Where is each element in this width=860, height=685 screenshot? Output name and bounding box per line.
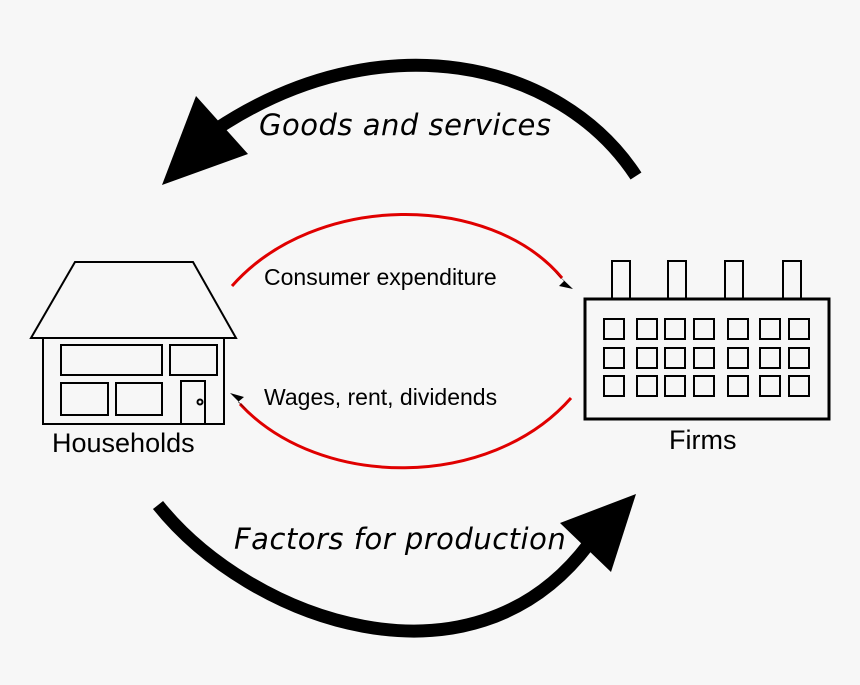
factors-for-production-label: Factors for production [234, 522, 567, 556]
factory-windows [603, 318, 810, 397]
goods-flow-arrow [162, 58, 642, 185]
households-label: Households [52, 428, 195, 458]
firms-label: Firms [669, 425, 737, 455]
wages-rent-dividends-label: Wages, rent, dividends [264, 384, 498, 410]
income-flow-arrow [230, 393, 573, 470]
goods-and-services-label: Goods and services [259, 108, 552, 142]
house-icon [29, 261, 238, 425]
factors-flow-arrow [152, 494, 636, 638]
factory-icon [583, 260, 831, 421]
expenditure-flow-arrow [230, 213, 573, 289]
consumer-expenditure-label: Consumer expenditure [264, 264, 497, 290]
